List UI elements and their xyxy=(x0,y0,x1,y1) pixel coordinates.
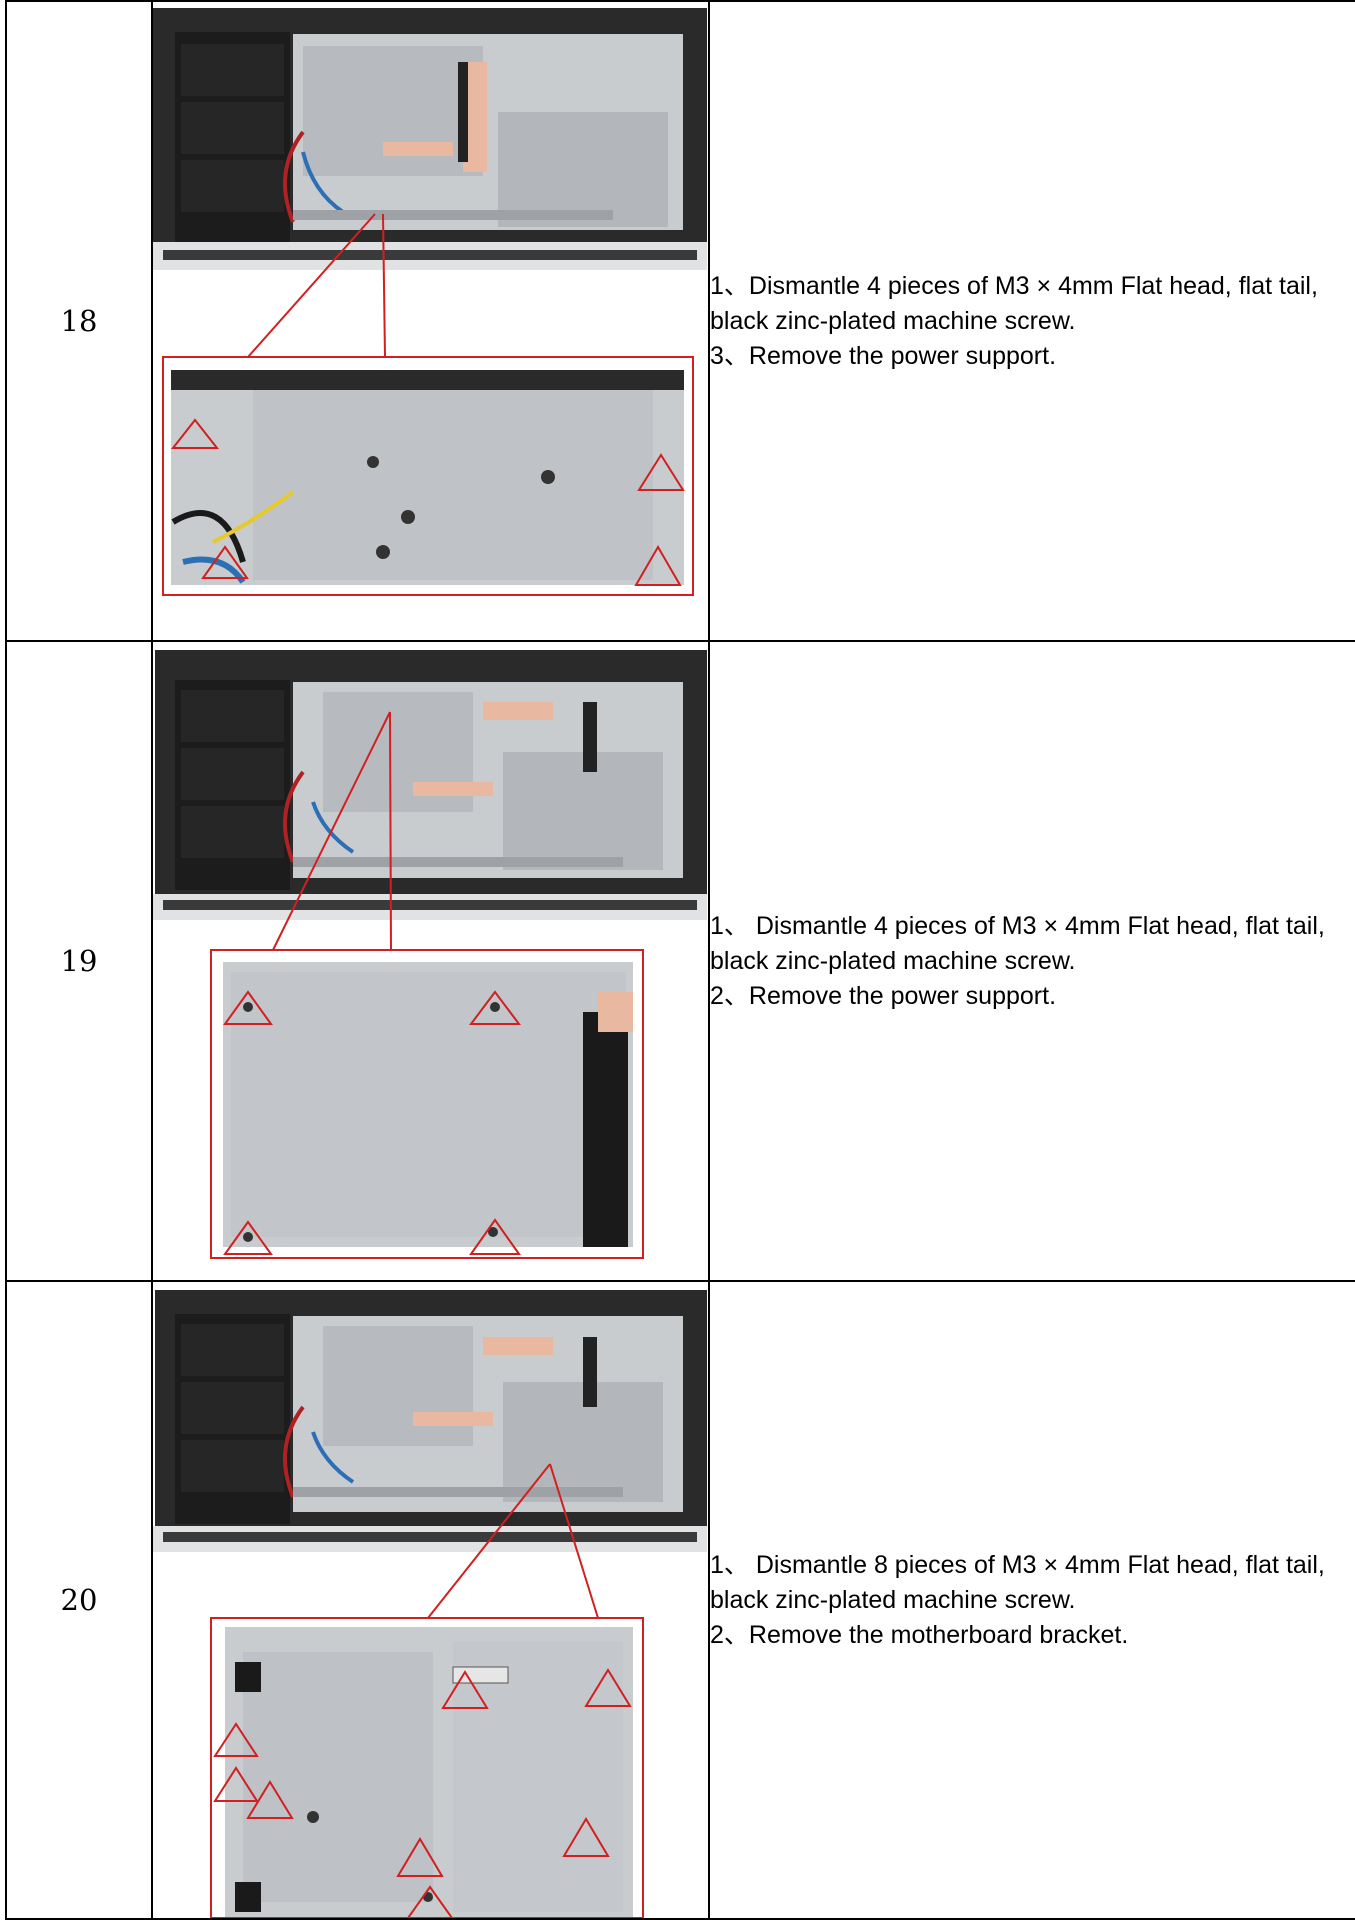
step-row-20: 20 xyxy=(5,1280,1355,1920)
tv-rear-overview-photo xyxy=(153,1290,707,1552)
screw-location-triangle-icon xyxy=(213,1766,259,1802)
screw-location-triangle-icon xyxy=(469,990,521,1025)
tv-rear-overview-photo xyxy=(153,8,707,270)
instruction-line: 2、Remove the motherboard bracket. xyxy=(710,1620,1129,1649)
zoom-frame xyxy=(210,949,644,1259)
step-number: 19 xyxy=(5,640,153,1282)
callout-line xyxy=(389,711,392,951)
step-number: 18 xyxy=(5,0,153,642)
step-instructions: 1、 Dismantle 8 pieces of M3 × 4mm Flat h… xyxy=(708,1280,1355,1920)
screw-location-triangle-icon xyxy=(213,1722,259,1757)
callout-line xyxy=(247,213,376,358)
instruction-line: 3、Remove the power support. xyxy=(710,341,1057,370)
screw-location-triangle-icon xyxy=(441,1670,489,1709)
screw-location-triangle-icon xyxy=(562,1817,610,1857)
step-row-18: 18 xyxy=(5,0,1355,642)
tv-rear-overview-photo xyxy=(153,650,707,920)
screw-location-triangle-icon xyxy=(406,1885,454,1918)
detail-photo xyxy=(225,1627,633,1917)
step-number: 20 xyxy=(5,1280,153,1920)
screw-location-triangle-icon xyxy=(246,1780,294,1819)
screw-location-triangle-icon xyxy=(469,1218,521,1255)
steps-table: 18 xyxy=(5,0,1355,1920)
instruction-line: 1、 Dismantle 4 pieces of M3 × 4mm Flat h… xyxy=(710,911,1325,975)
screw-location-triangle-icon xyxy=(223,990,273,1025)
callout-line xyxy=(272,711,391,951)
instruction-line: 2、Remove the power support. xyxy=(710,981,1057,1010)
step-instructions: 1、 Dismantle 4 pieces of M3 × 4mm Flat h… xyxy=(708,640,1355,1282)
screw-location-triangle-icon xyxy=(201,545,249,579)
step-18-illustration xyxy=(153,8,707,596)
callout-line xyxy=(549,1463,599,1619)
screw-location-triangle-icon xyxy=(396,1837,444,1877)
zoom-frame xyxy=(210,1617,644,1918)
screw-location-triangle-icon xyxy=(223,1220,273,1255)
step-row-19: 19 xyxy=(5,640,1355,1282)
screw-location-triangle-icon xyxy=(584,1668,632,1707)
callout-line xyxy=(427,1463,551,1619)
detail-photo xyxy=(171,370,684,585)
screw-location-triangle-icon xyxy=(637,453,685,491)
screw-location-triangle-icon xyxy=(634,545,682,586)
step-20-illustration xyxy=(153,1290,707,1918)
step-photos xyxy=(151,1280,710,1920)
screw-location-triangle-icon xyxy=(170,418,220,449)
instruction-line: 1、Dismantle 4 pieces of M3 × 4mm Flat he… xyxy=(710,271,1318,335)
step-photos xyxy=(151,0,710,642)
instruction-line: 1、 Dismantle 8 pieces of M3 × 4mm Flat h… xyxy=(710,1550,1325,1614)
callout-line xyxy=(382,213,386,358)
step-instructions: 1、Dismantle 4 pieces of M3 × 4mm Flat he… xyxy=(708,0,1355,642)
step-photos xyxy=(151,640,710,1282)
zoom-frame xyxy=(162,356,694,596)
step-19-illustration xyxy=(153,650,707,1259)
detail-photo xyxy=(223,962,633,1247)
